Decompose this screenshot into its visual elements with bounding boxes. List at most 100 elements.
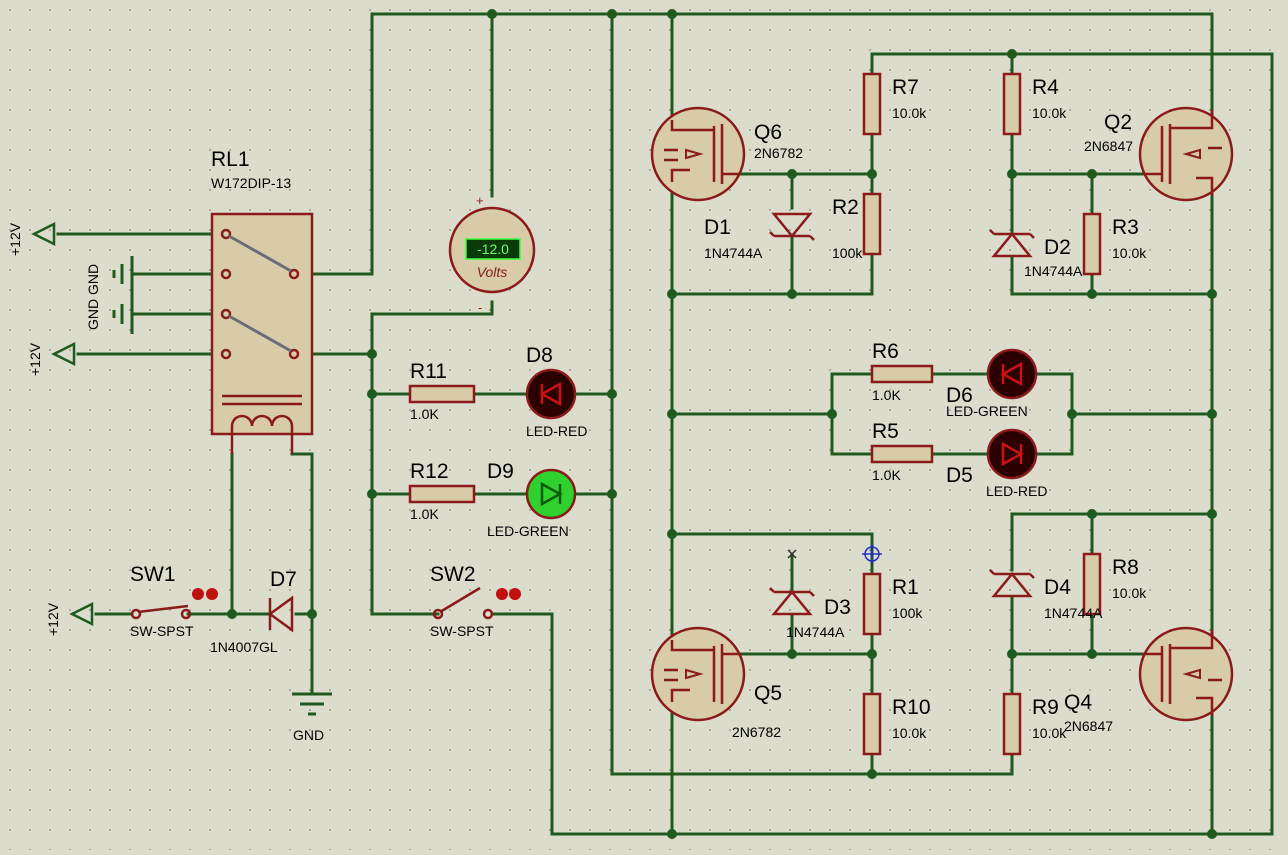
d3-ref: D3 <box>824 596 851 619</box>
relay-rl1[interactable] <box>210 212 314 454</box>
r8-value: 10.0k <box>1112 585 1147 601</box>
r3-value: 10.0k <box>1112 245 1147 261</box>
power-label-2: +12V <box>27 342 43 376</box>
resistor-r2 <box>862 192 882 256</box>
voltmeter <box>448 206 536 294</box>
zener-d2 <box>989 229 1035 258</box>
sw2-ref: SW2 <box>430 563 476 586</box>
q6-value: 2N6782 <box>754 145 803 161</box>
mosfet-q4 <box>1138 626 1234 722</box>
led-d6 <box>986 348 1038 400</box>
r6-value: 1.0K <box>872 387 901 403</box>
d8-value: LED-RED <box>526 423 587 439</box>
d4-value: 1N4744A <box>1044 605 1103 621</box>
r3-ref: R3 <box>1112 216 1139 239</box>
d5-value: LED-RED <box>986 483 1047 499</box>
power-terminal-1 <box>31 221 56 247</box>
led-d5 <box>986 428 1038 480</box>
diode-d7 <box>267 595 294 633</box>
r2-ref: R2 <box>832 196 859 219</box>
r12-ref: R12 <box>410 460 449 483</box>
led-d9 <box>525 468 577 520</box>
rl1-value: W172DIP-13 <box>211 175 291 191</box>
d6-value: LED-GREEN <box>946 403 1028 419</box>
r9-value: 10.0k <box>1032 725 1067 741</box>
switch-sw1[interactable] <box>130 588 218 620</box>
power-terminal-3 <box>69 601 94 627</box>
power-label-3: +12V <box>45 602 61 636</box>
r1-value: 100k <box>892 605 923 621</box>
r5-ref: R5 <box>872 420 899 443</box>
ground-symbol-bottom <box>292 692 332 716</box>
d7-ref: D7 <box>270 568 297 591</box>
d1-value: 1N4744A <box>704 245 763 261</box>
rl1-ref: RL1 <box>211 148 250 171</box>
d6-ref: D6 <box>946 384 973 407</box>
ground-symbols-left <box>112 256 134 334</box>
d3-value: 1N4744A <box>786 624 845 640</box>
resistor-r3 <box>1082 212 1102 276</box>
r11-ref: R11 <box>410 360 447 383</box>
r7-value: 10.0k <box>892 105 927 121</box>
power-terminal-2 <box>51 341 76 367</box>
d9-ref: D9 <box>487 460 514 483</box>
resistor-r4 <box>1002 72 1022 136</box>
d2-ref: D2 <box>1044 236 1071 259</box>
r1-ref: R1 <box>892 576 919 599</box>
voltmeter-plus: + <box>476 193 484 208</box>
q6-ref: Q6 <box>754 121 782 144</box>
d2-value: 1N4744A <box>1024 263 1083 279</box>
r10-value: 10.0k <box>892 725 927 741</box>
voltmeter-reading: -12.0 <box>477 241 509 257</box>
zener-d1 <box>769 212 815 241</box>
sw1-ref: SW1 <box>130 563 176 586</box>
r11-value: 1.0K <box>410 406 439 422</box>
d8-ref: D8 <box>526 344 553 367</box>
r2-value: 100k <box>832 245 863 261</box>
switch-sw2[interactable] <box>432 586 521 620</box>
q2-value: 2N6847 <box>1084 138 1133 154</box>
q5-value: 2N6782 <box>732 724 781 740</box>
r12-value: 1.0K <box>410 506 439 522</box>
power-label-1: +12V <box>7 222 23 256</box>
r10-ref: R10 <box>892 696 931 719</box>
d1-ref: D1 <box>704 216 731 239</box>
resistor-r8 <box>1082 552 1102 616</box>
gnd-label-bottom: GND <box>293 727 324 743</box>
r6-ref: R6 <box>872 340 899 363</box>
d7-value: 1N4007GL <box>210 639 278 655</box>
r4-value: 10.0k <box>1032 105 1067 121</box>
resistor-r10 <box>862 692 882 756</box>
d9-value: LED-GREEN <box>487 523 569 539</box>
r4-ref: R4 <box>1032 76 1059 99</box>
resistor-r7 <box>862 72 882 136</box>
d4-ref: D4 <box>1044 576 1071 599</box>
resistor-r11 <box>408 384 476 404</box>
zener-d4 <box>989 569 1035 598</box>
sw2-value: SW-SPST <box>430 623 494 639</box>
resistor-r1 <box>862 572 882 636</box>
voltmeter-unit: Volts <box>477 264 508 280</box>
led-d8 <box>525 368 577 420</box>
q4-value: 2N6847 <box>1064 718 1113 734</box>
no-connect-marker <box>787 549 797 559</box>
junction-dots <box>227 9 1217 839</box>
q4-ref: Q4 <box>1064 691 1092 714</box>
q5-ref: Q5 <box>754 682 782 705</box>
q2-ref: Q2 <box>1104 111 1132 134</box>
mosfet-q5 <box>650 626 746 722</box>
zener-d3 <box>769 587 815 616</box>
gnd-label-left: GND GND <box>85 264 101 330</box>
r7-ref: R7 <box>892 76 919 99</box>
resistor-r6 <box>870 364 934 384</box>
probe-marker <box>862 544 882 564</box>
r8-ref: R8 <box>1112 556 1139 579</box>
resistor-r12 <box>408 484 476 504</box>
r5-value: 1.0K <box>872 467 901 483</box>
r9-ref: R9 <box>1032 696 1059 719</box>
d5-ref: D5 <box>946 464 973 487</box>
voltmeter-minus: - <box>478 300 482 315</box>
mosfet-q2 <box>1138 106 1234 202</box>
